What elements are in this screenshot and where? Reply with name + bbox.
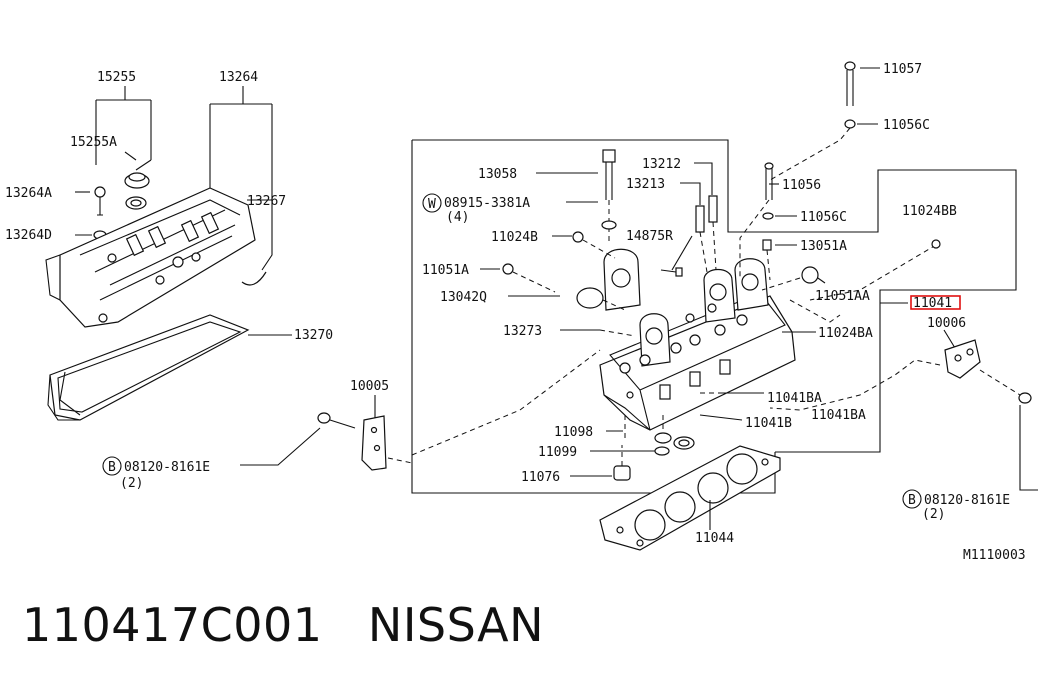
label-11056C: 11056C: [800, 210, 847, 225]
rear-bracket-icon: [944, 339, 981, 379]
label-13213: 13213: [626, 177, 665, 192]
rocker-cover-assembly: [45, 86, 292, 421]
label-13264A: 13264A: [5, 186, 52, 201]
label-11041BA-second: 11041BA: [811, 408, 866, 423]
label-11051A: 11051A: [422, 263, 469, 278]
label-11076: 11076: [521, 470, 560, 485]
label-14875R: 14875R: [626, 229, 673, 244]
engine-bracket-icon: [361, 415, 387, 471]
highlight-box-11041: [910, 295, 961, 310]
label-13042Q: 13042Q: [440, 290, 487, 305]
breather-hose-icon: [241, 271, 267, 286]
label-11098: 11098: [554, 425, 593, 440]
label-11041: 11041: [913, 296, 952, 311]
circle-w-icon: [422, 193, 442, 213]
label-08120-left-qty: (2): [120, 476, 143, 491]
label-08915: 08915-3381A: [444, 196, 530, 211]
caption-brand: NISSAN: [367, 598, 545, 652]
label-13051A: 13051A: [800, 239, 847, 254]
label-13267: 13267: [247, 194, 286, 209]
label-11056: 11056: [782, 178, 821, 193]
label-11041B: 11041B: [745, 416, 792, 431]
label-13273: 13273: [503, 324, 542, 339]
label-11057: 11057: [883, 62, 922, 77]
caption-part-number: 110417C001: [22, 598, 323, 652]
label-11041BA: 11041BA: [767, 391, 822, 406]
label-13212: 13212: [642, 157, 681, 172]
head-gasket-icon: [599, 445, 781, 551]
label-11099: 11099: [538, 445, 577, 460]
diagram-code: M1110003: [963, 548, 1026, 563]
parts-diagram: W B B 15255 13264 15255A 13264A 13264D 1…: [5, 61, 1038, 563]
rocker-cover-gasket-icon: [47, 314, 250, 421]
circle-b-icon: [102, 456, 122, 476]
label-08120-right: 08120-8161E: [924, 493, 1010, 508]
circle-b-letter: B: [108, 460, 116, 475]
head-small-parts: [480, 149, 841, 481]
bolt-icon: [317, 412, 331, 424]
circle-w-letter: W: [428, 197, 436, 212]
label-10005: 10005: [350, 379, 389, 394]
bracket-10005-group: [240, 395, 413, 471]
circle-b-letter: B: [908, 493, 916, 508]
label-15255A: 15255A: [70, 135, 117, 150]
label-13264: 13264: [219, 70, 258, 85]
label-11024BB: 11024BB: [902, 204, 957, 219]
circle-b-icon: [902, 489, 922, 509]
bracket-10006-group: [769, 329, 1038, 491]
label-11044: 11044: [695, 531, 734, 546]
rocker-cover-icon: [45, 187, 256, 328]
label-08120-right-qty: (2): [922, 507, 945, 522]
label-11024B: 11024B: [491, 230, 538, 245]
top-stud-group: [769, 61, 880, 181]
label-15255: 15255: [97, 70, 136, 85]
label-08120-left: 08120-8161E: [124, 460, 210, 475]
label-11056C-top: 11056C: [883, 118, 930, 133]
label-13270: 13270: [294, 328, 333, 343]
caption: 110417C001 NISSAN: [22, 598, 1022, 668]
cylinder-head-icon: [599, 248, 796, 431]
label-13264D: 13264D: [5, 228, 52, 243]
label-13058: 13058: [478, 167, 517, 182]
label-10006: 10006: [927, 316, 966, 331]
label-08915-qty: (4): [446, 210, 469, 225]
label-11024BA: 11024BA: [818, 326, 873, 341]
label-11051AA: 11051AA: [815, 289, 870, 304]
